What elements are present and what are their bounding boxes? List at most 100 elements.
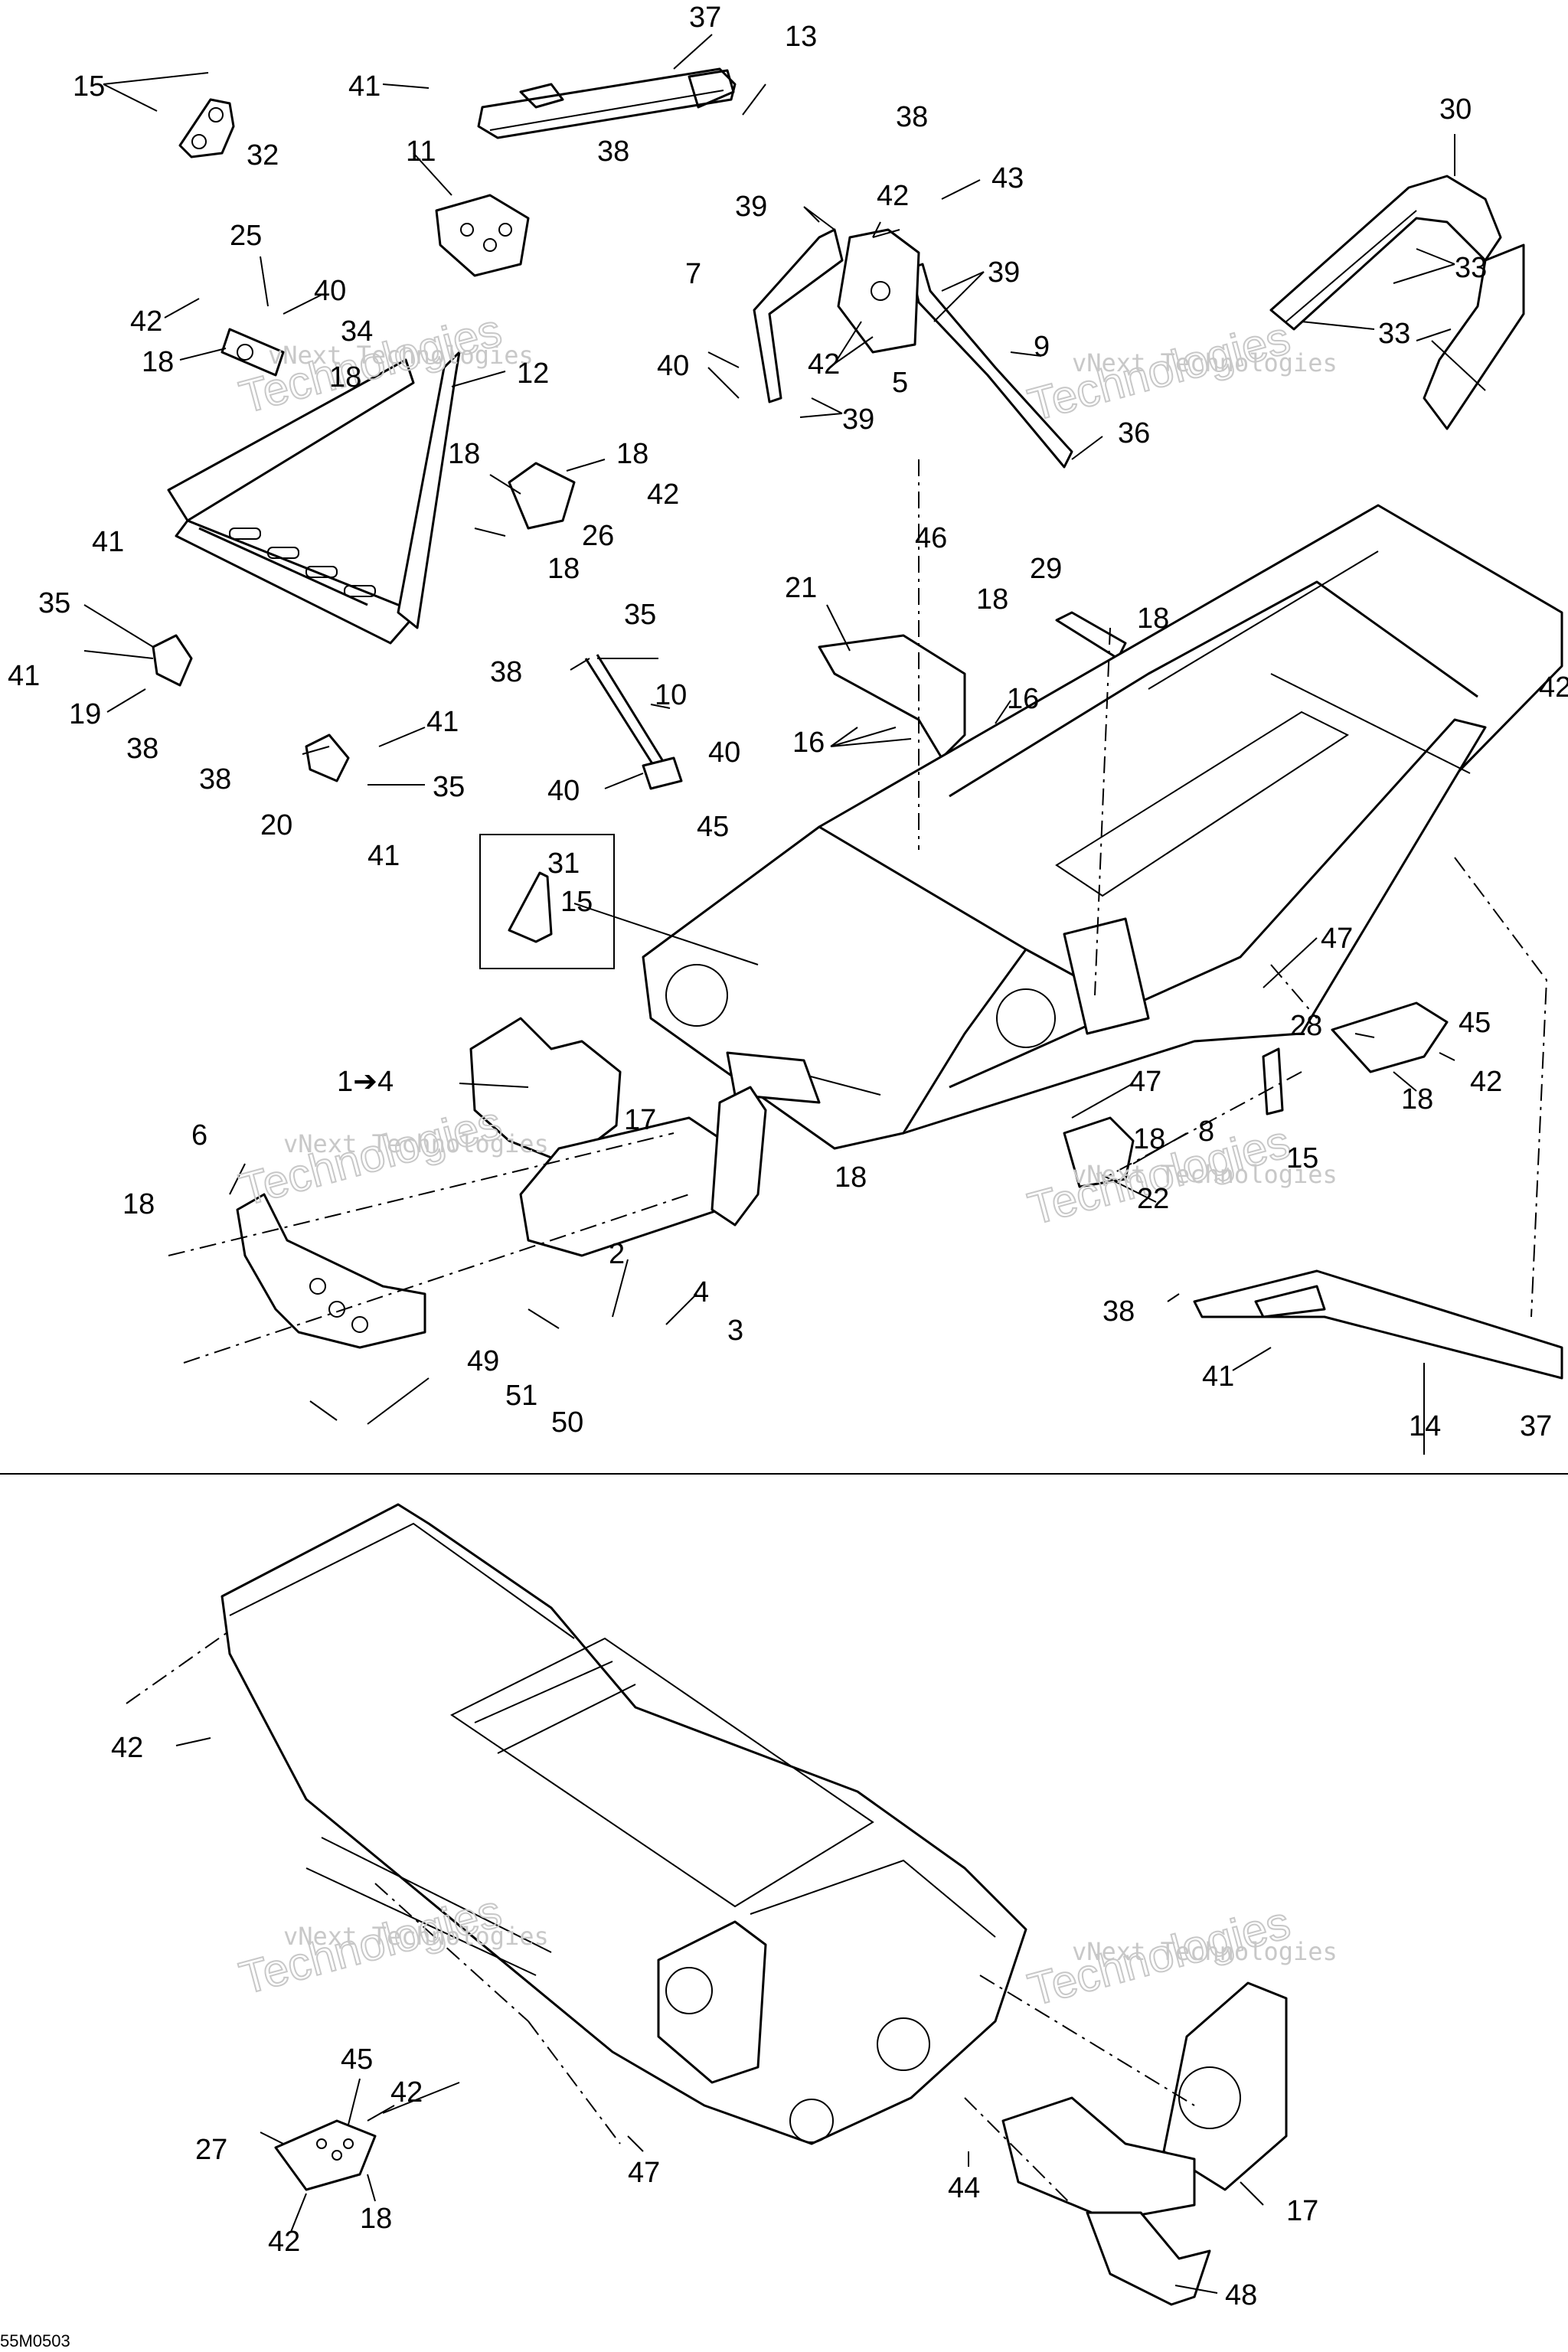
callout-label: 27 [195,2134,227,2166]
callout-label: 18 [122,1188,155,1220]
callout-label: 41 [426,706,459,738]
watermark-text: Technologies [234,1096,507,1215]
callout-label: 38 [1102,1295,1135,1328]
callout-label: 47 [1129,1066,1161,1098]
part-32-bracket [178,98,235,158]
callout-label: 41 [92,526,124,558]
callout-label: 35 [433,771,465,803]
callout-label: 45 [341,2043,373,2076]
callout-label: 18 [547,553,580,585]
part-19-bracket [152,634,193,687]
part-10-link-rod [584,654,683,790]
part-31-gusset [508,871,553,943]
callout-label: 42 [1470,1066,1502,1098]
part-11-bracket [435,194,530,277]
callout-labels: 37 13 41 15 32 11 38 38 42 43 39 39 7 40… [8,2,1568,2311]
callout-label: 15 [1286,1142,1318,1174]
watermark-text: vNext Technologies [1072,348,1338,377]
callout-label: 21 [785,572,817,604]
callout-label: 5 [892,367,908,399]
callout-label: 35 [624,599,656,631]
callout-label: 42 [1539,671,1568,704]
callout-label: 38 [126,733,158,765]
callout-label: 15 [560,886,593,918]
watermark-text: Technologies [234,1885,507,2004]
callout-label: 18 [142,346,174,378]
callout-label: 8 [1198,1116,1214,1148]
callout-label: 18 [1133,1123,1165,1155]
callout-label: 47 [1321,923,1353,955]
callout-label: 11 [406,136,436,168]
callout-label: 38 [490,656,522,688]
callout-label: 17 [1286,2195,1318,2227]
callout-label: 2 [609,1238,625,1270]
callout-label: 41 [368,840,400,872]
part-26-bracket [508,462,576,530]
watermark-text: vNext Technologies [1072,1937,1338,1966]
callout-label: 41 [1202,1361,1234,1393]
part-5-bracket [837,228,920,354]
callout-label: 36 [1118,417,1150,449]
callout-label: 28 [1290,1010,1322,1042]
watermark-text: vNext Technologies [1072,1160,1338,1189]
callout-label: 9 [1034,331,1050,363]
callout-label: 22 [1137,1183,1169,1215]
callout-label: 32 [247,139,279,172]
part-27-footrest [274,2119,377,2191]
callout-label: 40 [314,275,346,307]
callout-label: 39 [842,403,874,436]
callout-label: 18 [360,2203,392,2235]
part-7-bracket [753,228,844,403]
callout-label: 42 [808,348,840,381]
callout-label: 45 [1459,1007,1491,1039]
callout-label: 25 [230,220,262,252]
watermark-text: vNext Technologies [283,1922,549,1951]
callout-label: 42 [647,479,679,511]
part-12-column-support [167,328,461,645]
callout-label: 18 [616,438,648,470]
callout-label: 50 [551,1406,583,1439]
callout-label: 13 [785,21,817,53]
part-22-bracket [1063,1116,1135,1188]
callout-label: 10 [655,679,687,711]
callout-label: 18 [1137,603,1169,635]
callout-label: 39 [735,191,767,223]
callout-label: 42 [111,1732,143,1764]
part-28-footrest [1331,1001,1449,1073]
callout-label: 19 [69,698,101,730]
callout-label: 42 [268,2226,300,2258]
upper-exploded-view [83,34,1563,1455]
callout-label: 18 [1401,1083,1433,1116]
callout-label: 7 [685,258,701,290]
callout-label: 18 [329,361,361,394]
callout-label: 16 [792,727,825,759]
watermark-text: vNext Technologies [268,341,534,370]
reference-code: 55M0503 [0,2331,70,2350]
watermark-text: vNext Technologies [283,1129,549,1158]
callout-label: 47 [628,2157,660,2189]
callout-label: 39 [988,256,1020,289]
watermark-text: Technologies [1023,312,1295,430]
callout-label: 1➔4 [337,1066,394,1098]
callout-label: 26 [582,520,614,552]
callout-label: 17 [624,1104,656,1136]
callout-label: 44 [948,2172,980,2204]
callout-label: 41 [348,70,381,103]
callout-label: 37 [689,2,721,34]
part-44-bracket [1001,2096,1196,2222]
part-31-inset-box [479,834,615,969]
part-9-bracket [910,263,1073,469]
part-30-rear-bumper [1269,175,1525,430]
callout-label: 18 [976,583,1008,616]
part-1-4-front-bracket [469,1017,767,1257]
callout-label: 33 [1455,252,1487,284]
lower-assembled-view [126,1503,1288,2306]
callout-label: 33 [1378,318,1410,350]
callout-label: 34 [341,315,373,348]
part-21-bracket [818,634,966,760]
callout-label: 43 [991,162,1024,194]
callout-label: 3 [727,1315,743,1347]
part-29-bar [1055,611,1127,660]
callout-label: 40 [657,350,689,382]
